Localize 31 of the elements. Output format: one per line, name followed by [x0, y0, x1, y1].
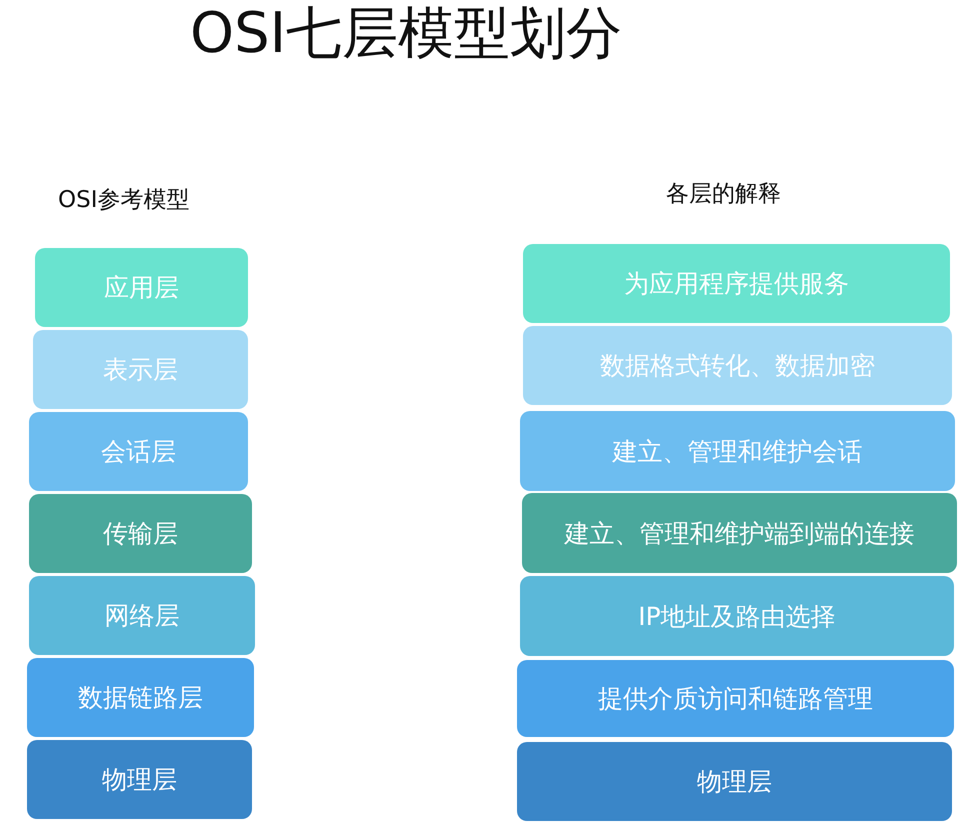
- layer-text: 提供介质访问和链路管理: [598, 683, 873, 715]
- layer-text: 物理层: [102, 764, 177, 796]
- layer-box: [523, 244, 950, 323]
- layer-box: [29, 412, 248, 491]
- layer-text: 表示层: [103, 354, 178, 386]
- layer-text: 传输层: [103, 518, 178, 550]
- layer-box: [522, 493, 957, 573]
- layer-box: [33, 330, 248, 409]
- layer-text: 数据链路层: [78, 682, 203, 714]
- layer-text: 网络层: [104, 600, 180, 632]
- layer-text: 物理层: [697, 766, 772, 798]
- layer-box: [27, 658, 254, 737]
- layer-text: 会话层: [101, 436, 176, 468]
- layer-box: [520, 576, 954, 656]
- layer-box: [517, 742, 952, 821]
- layer-text: 建立、管理和维护端到端的连接: [564, 518, 914, 550]
- layer-box: [523, 326, 952, 405]
- layer-text: IP地址及路由选择: [638, 600, 836, 632]
- layer-box: [29, 576, 255, 655]
- diagram-title: OSI七层模型划分: [190, 0, 622, 68]
- layer-text: 建立、管理和维护会话: [612, 436, 862, 468]
- layer-box: [35, 248, 248, 327]
- layer-text: 应用层: [104, 272, 179, 304]
- layer-box: [517, 660, 954, 737]
- layer-box: [520, 411, 955, 491]
- layer-text: 数据格式转化、数据加密: [600, 350, 875, 382]
- layer-text: 为应用程序提供服务: [624, 268, 849, 300]
- column-heading: OSI参考模型: [58, 186, 190, 215]
- layer-box: [29, 494, 252, 573]
- column-heading: 各层的解释: [666, 180, 781, 209]
- layer-box: [27, 740, 252, 819]
